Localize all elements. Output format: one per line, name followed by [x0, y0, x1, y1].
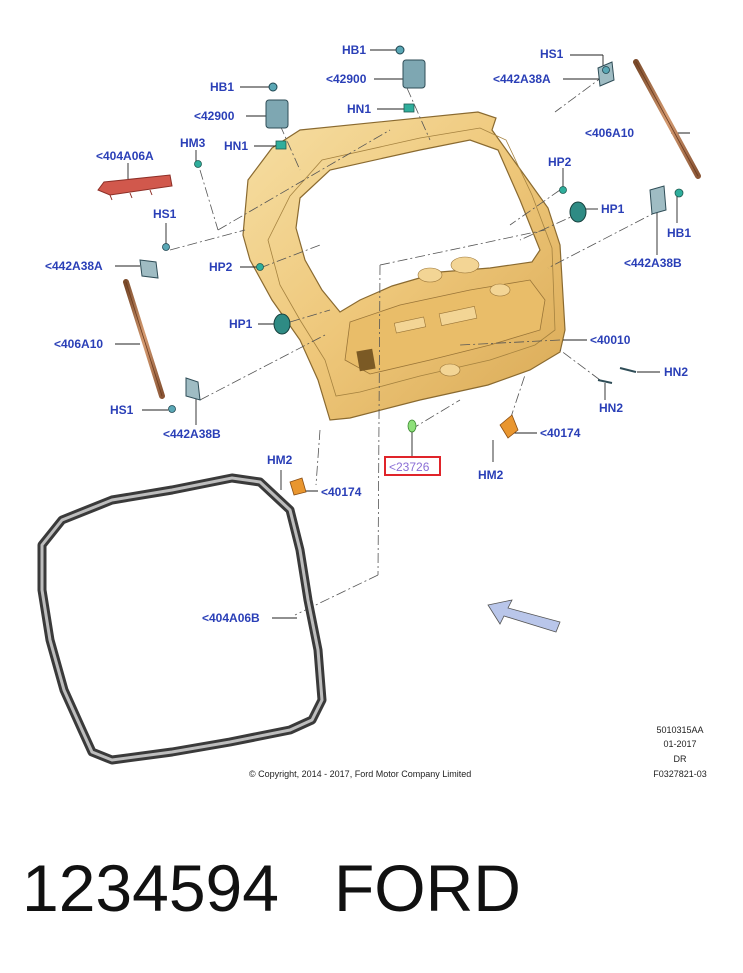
- strut-bracket-top-right: [597, 61, 615, 87]
- strut-right: [633, 59, 701, 179]
- label-404a06a: <404A06A: [96, 149, 154, 163]
- diagram-footer: © Copyright, 2014 - 2017, Ford Motor Com…: [249, 725, 707, 779]
- label-hb1-top: HB1: [342, 43, 366, 57]
- label-hn2-lower: HN2: [599, 401, 623, 415]
- label-hs1-bottom: HS1: [110, 403, 134, 417]
- strut-left: [123, 279, 165, 399]
- label-hb1-right: HB1: [667, 226, 691, 240]
- bumper-hp1-left: [273, 313, 291, 335]
- liftgate-panel: [242, 111, 566, 421]
- bumper-hp1-right: [569, 201, 587, 223]
- label-hn1-top: HN1: [347, 102, 371, 116]
- bumper-40174-right: [499, 414, 519, 439]
- strut-bracket-left-bottom: [168, 377, 201, 413]
- brand-name: FORD: [333, 851, 521, 925]
- label-40174-right: <40174: [540, 426, 581, 440]
- strut-bracket-right: [649, 185, 684, 215]
- clip-hm3: [194, 160, 202, 168]
- callout-labels: HB1 <42900 HN1 HS1 <442A38A HB1 <42900 H…: [45, 43, 691, 625]
- doc-code-1: 5010315AA: [656, 725, 703, 735]
- label-23726: <23726: [389, 460, 430, 474]
- label-hp2-left: HP2: [209, 260, 233, 274]
- copyright-text: © Copyright, 2014 - 2017, Ford Motor Com…: [249, 769, 471, 779]
- label-hm3: HM3: [180, 136, 206, 150]
- label-hn2-right: HN2: [664, 365, 688, 379]
- label-442a38b-right: <442A38B: [624, 256, 682, 270]
- highlight-box: [384, 456, 441, 476]
- part-number: 1234594: [22, 851, 279, 925]
- part-caption: 1234594 FORD: [22, 850, 521, 926]
- label-hp1-left: HP1: [229, 317, 253, 331]
- label-406a10-right: <406A10: [585, 126, 634, 140]
- hinge-left: [265, 82, 289, 150]
- weatherstrip-seal: [37, 473, 327, 765]
- direction-arrow: [487, 599, 561, 633]
- label-hm2-right: HM2: [478, 468, 504, 482]
- label-42900-top: <42900: [326, 72, 367, 86]
- label-40174-left: <40174: [321, 485, 362, 499]
- doc-code-4: F0327821-03: [653, 769, 707, 779]
- label-442a38b-left: <442A38B: [163, 427, 221, 441]
- hinge-top: [395, 45, 426, 113]
- label-hb1-left: HB1: [210, 80, 234, 94]
- label-404a06b: <404A06B: [202, 611, 260, 625]
- bumper-40174-left: [289, 477, 307, 496]
- label-hs1-top: HS1: [540, 47, 564, 61]
- label-442a38a-left: <442A38A: [45, 259, 103, 273]
- label-hp1-right: HP1: [601, 202, 625, 216]
- label-hs1-left: HS1: [153, 207, 177, 221]
- part-23726: [407, 419, 417, 433]
- label-hn1-left: HN1: [224, 139, 248, 153]
- bumper-hp2-right: [559, 186, 567, 194]
- weatherstrip-a: [97, 174, 173, 201]
- strut-bracket-left-top: [139, 243, 170, 279]
- label-hp2-right: HP2: [548, 155, 572, 169]
- bumper-hp2-left: [256, 263, 264, 271]
- doc-code-2: 01-2017: [663, 739, 696, 749]
- doc-code-3: DR: [674, 754, 687, 764]
- label-42900-left: <42900: [194, 109, 235, 123]
- label-hm2-left: HM2: [267, 453, 293, 467]
- screw-hn2: [597, 367, 637, 384]
- label-442a38a-top: <442A38A: [493, 72, 551, 86]
- label-406a10-left: <406A10: [54, 337, 103, 351]
- label-40010: <40010: [590, 333, 631, 347]
